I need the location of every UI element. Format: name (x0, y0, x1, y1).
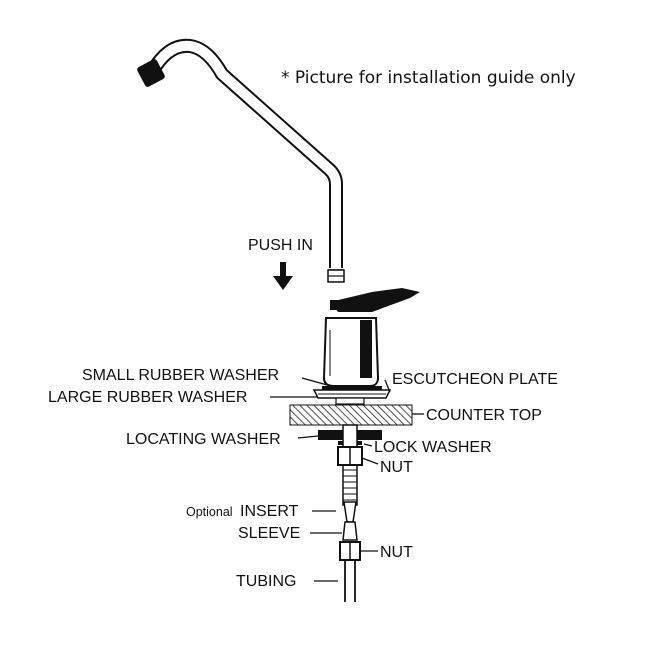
lock-washer-label: LOCK WASHER (374, 439, 492, 456)
upper-nut (337, 446, 363, 466)
lower-nut (339, 541, 361, 561)
down-arrow-icon (273, 262, 293, 290)
large-rubber-washer-label: LARGE RUBBER WASHER (48, 389, 247, 406)
locating-washer-label: LOCATING WASHER (126, 431, 281, 448)
push-in-label: PUSH IN (248, 237, 313, 254)
counter-top (289, 404, 413, 426)
small-rubber-washer-label: SMALL RUBBER WASHER (82, 367, 279, 384)
spout-tip (137, 59, 165, 87)
sleeve (342, 521, 358, 541)
nut-lower-label: NUT (380, 544, 413, 561)
installation-note: * Picture for installation guide only (281, 68, 576, 88)
faucet-body (322, 288, 420, 387)
insert (343, 501, 357, 523)
sleeve-label: SLEEVE (238, 525, 300, 542)
spout (137, 38, 345, 283)
tubing (344, 560, 356, 602)
counter-top-label: COUNTER TOP (426, 407, 542, 424)
tubing-label: TUBING (236, 573, 296, 590)
optional-label: Optional (186, 505, 233, 519)
escutcheon-plate-label: ESCUTCHEON PLATE (392, 371, 558, 388)
leader-lines (270, 377, 424, 582)
nut-upper-label: NUT (380, 459, 413, 476)
insert-label: INSERT (240, 503, 299, 520)
escutcheon-stack (312, 386, 392, 405)
